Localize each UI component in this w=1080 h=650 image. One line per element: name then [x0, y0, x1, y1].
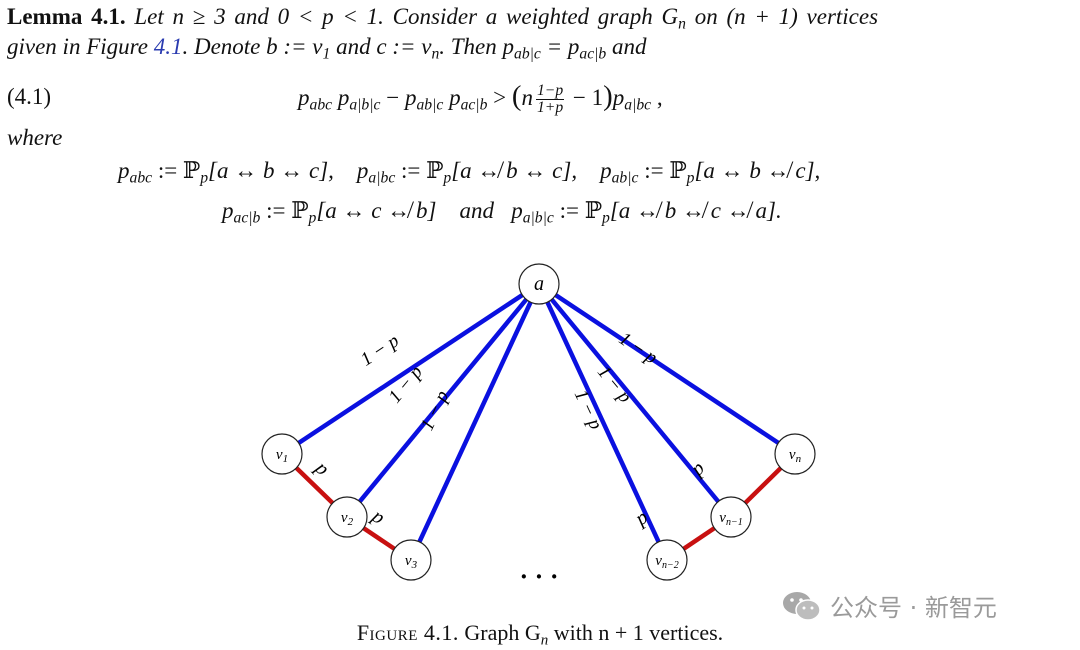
node-label: a [534, 273, 544, 295]
edge-label-chain: p [309, 456, 333, 480]
node-label: vn−1 [719, 510, 742, 528]
edge-apex-2 [408, 283, 542, 561]
node-v-3 [646, 539, 688, 581]
wechat-icon [783, 591, 821, 621]
edge-apex-5 [537, 282, 797, 456]
figure-link[interactable]: 4.1 [153, 34, 183, 59]
ellipsis: · · · [519, 562, 558, 591]
node-v-5 [774, 433, 816, 475]
watermark: 公众号 · 新智元 [782, 588, 997, 623]
node-label: v1 [276, 447, 288, 465]
equation-number: (4.1) [7, 84, 52, 109]
edge-label-apex: 1 − p [385, 362, 427, 407]
node-v-2 [390, 539, 432, 581]
lemma-text: Let n ≥ 3 and 0 < p < 1. Consider a weig… [134, 4, 879, 33]
watermark-text: 公众号 · 新智元 [830, 594, 997, 622]
edge-apex-4 [537, 282, 733, 519]
node-v-0 [261, 433, 303, 475]
node-v-1 [326, 496, 368, 538]
node-label: v3 [405, 553, 418, 571]
edge-label-apex: 1 − p [570, 387, 606, 433]
edge-label-apex: 1 − p [357, 330, 403, 370]
lemma-line-1: Lemma 4.1. Let n ≥ 3 and 0 < p < 1. Cons… [7, 4, 879, 33]
edge-apex-3 [536, 283, 670, 561]
definitions-line-2: pac|b := ℙp[a ↔ c ↮ b] and pa|b|c := ℙp[… [222, 198, 782, 227]
edge-label-apex: 1 − p [417, 388, 453, 434]
node-label: vn−2 [655, 553, 678, 571]
node-v-4 [710, 496, 752, 538]
edge-label-apex: 1 − p [593, 362, 635, 407]
node-label: v2 [341, 510, 354, 528]
lemma-label: Lemma 4.1. [7, 4, 126, 29]
definitions-line-1: pabc := ℙp[a ↔ b ↔ c], pa|bc := ℙp[a ↮ b… [118, 158, 821, 187]
node-a [518, 263, 560, 305]
edge-apex-0 [280, 282, 541, 456]
node-label: vn [789, 447, 802, 465]
edge-label-chain: p [366, 504, 388, 529]
edge-apex-1 [345, 282, 541, 519]
lemma-line-2: given in Figure 4.1. Denote b := v1 and … [7, 34, 647, 63]
where-label: where [7, 125, 63, 150]
figure-caption: Figure 4.1. Graph Gn with n + 1 vertices… [356, 620, 724, 649]
